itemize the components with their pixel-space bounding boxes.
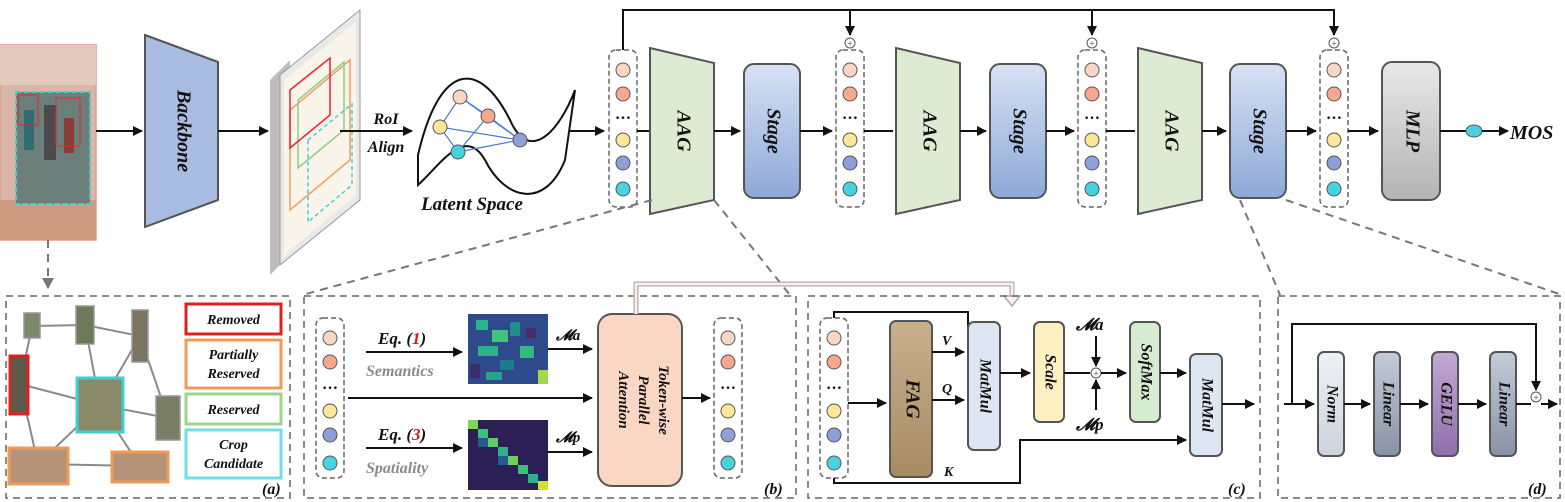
panel-c-frame	[807, 295, 1261, 499]
add-node-3	[1328, 37, 1340, 49]
token-column-1: …	[608, 49, 638, 208]
tpa-label-2: Parallel	[635, 375, 651, 425]
semantics-label: Semantics	[366, 363, 434, 380]
panel-d-tag: (d)	[1528, 481, 1547, 498]
legend-removed: Removed	[206, 313, 261, 328]
softmax-label: SoftMax	[1137, 344, 1154, 401]
add-node-1	[844, 37, 856, 49]
mos-node	[1465, 124, 1483, 138]
scale-label: Scale	[1041, 354, 1058, 390]
panel-c-tag: (c)	[1228, 481, 1246, 498]
stage-label-2: Stage	[1008, 108, 1030, 154]
legend-crop-box	[184, 428, 283, 480]
mos-label: MOS	[1509, 122, 1553, 144]
feature-map	[270, 8, 361, 275]
top-skip-connection	[622, 9, 1339, 50]
legend-crop-2: Candidate	[204, 457, 263, 472]
q-label: Q	[942, 382, 952, 397]
norm-label: Norm	[1323, 384, 1340, 423]
dots-1: …	[615, 106, 631, 123]
add-plus-3: +	[1331, 39, 1336, 49]
add-plus-1: +	[847, 39, 852, 49]
matmul-label-2: MatMul	[1198, 377, 1215, 433]
k-label: K	[943, 465, 955, 480]
latent-space-graph	[417, 77, 576, 195]
backbone-label: Backbone	[172, 89, 194, 172]
panel-c-token-in: …	[819, 317, 849, 479]
aag-block-3	[1137, 46, 1203, 216]
dots-c-in: …	[826, 376, 842, 393]
legend-crop-1: Crop	[219, 438, 248, 453]
token-wise-parallel-attention-block	[597, 313, 683, 487]
input-image	[0, 44, 97, 241]
zoom-guide-lines	[42, 199, 1563, 296]
aag-label-3: AAG	[1160, 108, 1182, 152]
add-node-2	[1086, 37, 1098, 49]
latent-space-label: Latent Space	[420, 194, 523, 215]
mlp-label: MLP	[1401, 109, 1423, 153]
dots-3: …	[1084, 106, 1100, 123]
v-label: V	[942, 334, 953, 349]
stage-label-1: Stage	[762, 108, 784, 154]
eq3-label: Eq. (3)	[377, 425, 426, 444]
mp-label-b: 𝓜p	[555, 430, 581, 446]
ma-label-c: 𝓜a	[1075, 315, 1104, 334]
ma-label-b: 𝓜a	[555, 328, 581, 344]
linear-label-1: Linear	[1379, 381, 1396, 427]
aag-label-1: AAG	[672, 108, 694, 152]
panel-b-tag: (b)	[764, 481, 783, 498]
token-column-3: …	[1077, 49, 1107, 208]
matmul-label-1: MatMul	[976, 358, 993, 414]
aag-block-2	[895, 46, 961, 216]
add-plus-2: +	[1089, 39, 1094, 49]
panel-a-frame	[5, 295, 291, 499]
matmul-block-1	[967, 321, 1001, 451]
add-plus-c: +	[1093, 369, 1098, 379]
token-column-2: …	[835, 49, 865, 208]
panel-d-frame	[1277, 295, 1561, 499]
panel-a-tag: (a)	[262, 481, 281, 498]
legend-reserved-box	[184, 392, 283, 426]
panel-b-frame	[303, 295, 797, 499]
crop-graph	[7, 305, 181, 486]
semantic-heatmap	[468, 314, 548, 384]
legend-partial-2: Reserved	[206, 367, 260, 382]
dots-2: …	[842, 106, 858, 123]
stage-label-3: Stage	[1248, 108, 1270, 154]
tpa-label-3: Attention	[615, 370, 631, 429]
legend-reserved: Reserved	[206, 403, 260, 418]
panel-b-token-in: …	[315, 317, 345, 479]
tpa-expand-connector	[633, 281, 1022, 314]
legend-removed-box	[184, 302, 283, 336]
roi-label-1: RoI	[373, 111, 400, 128]
roi-label-2: Align	[367, 139, 405, 156]
gelu-label: GELU	[1437, 382, 1454, 427]
dots-4: …	[1326, 106, 1342, 123]
backbone-block	[144, 33, 219, 229]
eq1-label: Eq. (1)	[377, 329, 426, 348]
tpa-label-1: Token-wise	[655, 365, 671, 435]
add-node-d	[1530, 391, 1542, 403]
spatiality-label: Spatiality	[366, 460, 429, 477]
linear-label-2: Linear	[1495, 381, 1512, 427]
panel-b-token-out: …	[713, 317, 743, 479]
dots-b-out: …	[720, 376, 736, 393]
aag-label-2: AAG	[918, 108, 940, 152]
legend-partial-1: Partially	[209, 348, 260, 363]
legend-partial-box	[184, 338, 283, 390]
dots-b-in: …	[322, 376, 338, 393]
mp-label-c: 𝓜p	[1075, 415, 1104, 434]
spatial-heatmap	[468, 420, 548, 490]
add-plus-d: +	[1533, 393, 1538, 403]
token-column-4: …	[1319, 49, 1349, 208]
fag-label: FAG	[901, 378, 923, 419]
